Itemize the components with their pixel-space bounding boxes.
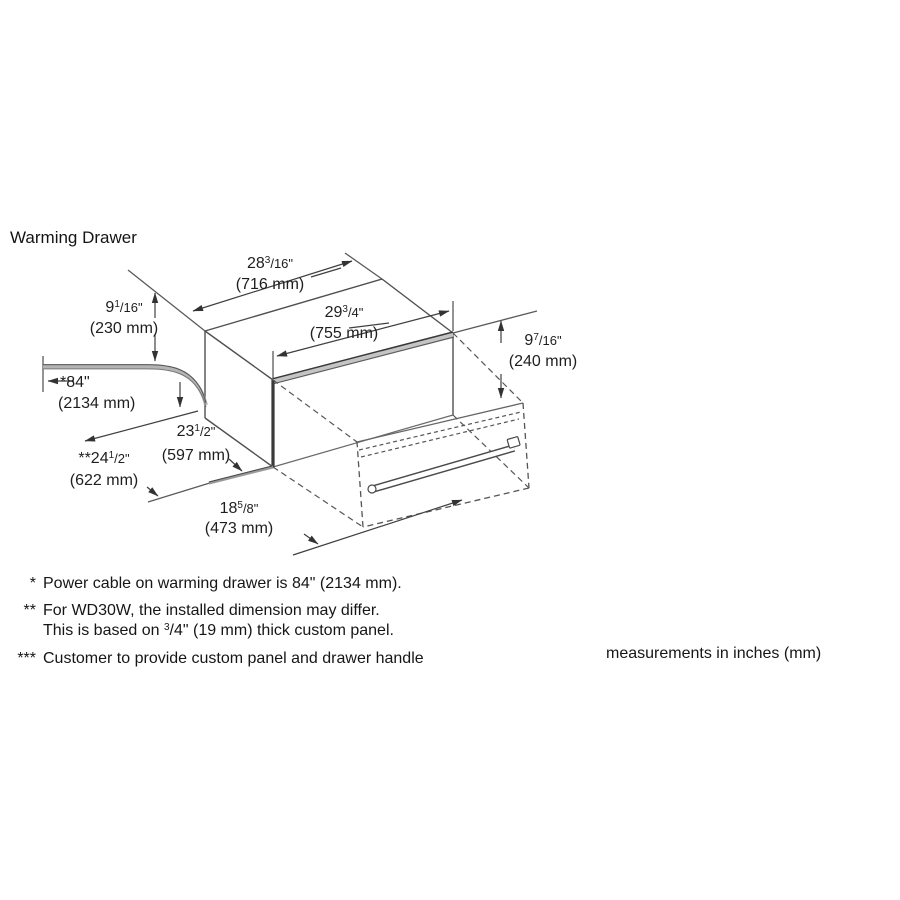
footnote-marker: *** [17, 650, 36, 667]
dim-width-front: 293/4" (755 mm) [310, 299, 378, 344]
dim-height-right-inches: 97/16" [524, 332, 562, 349]
dimension-extension-lines [42, 252, 538, 503]
footnote-text: Power cable on warming drawer is 84" (21… [43, 575, 402, 592]
dim-width-front-inches: 293/4" [324, 304, 364, 321]
footnote-text: Customer to provide custom panel and dra… [43, 650, 424, 667]
dim-height-left-mm: (230 mm) [89, 320, 159, 337]
footnote-wd30w: ** For WD30W, the installed dimension may… [0, 598, 380, 620]
dim-cable-length: *84" (2134 mm) [58, 369, 136, 414]
dim-installed-depth: **241/2" (622 mm) [70, 445, 138, 492]
dim-height-right: 97/16" (240 mm) [509, 327, 577, 372]
dim-depth-top-inches: 283/16" [246, 255, 294, 272]
dim-width-front-mm: (755 mm) [309, 325, 379, 342]
dim-handle-width: 185/8" (473 mm) [205, 496, 273, 539]
dim-height-left: 91/16" (230 mm) [90, 294, 158, 339]
dim-handle-width-mm: (473 mm) [204, 520, 274, 537]
footnote-text: This is based on 3/4" (19 mm) thick cust… [43, 622, 394, 639]
dim-depth-bottom-mm: (597 mm) [161, 447, 231, 464]
drawer-handle [367, 436, 521, 494]
dim-cable-length-inches: *84" [60, 374, 90, 391]
dim-height-right-mm: (240 mm) [508, 353, 578, 370]
dim-depth-bottom: 231/2" (597 mm) [162, 417, 230, 468]
footnote-marker: ** [23, 602, 36, 619]
footnote-cable: * Power cable on warming drawer is 84" (2… [0, 571, 402, 593]
footnote-customer-panel: *** Customer to provide custom panel and … [0, 646, 424, 668]
units-note: measurements in inches (mm) [606, 645, 822, 662]
footnote-panel-thickness: This is based on 3/4" (19 mm) thick cust… [0, 618, 394, 640]
dim-handle-width-inches: 185/8" [219, 500, 259, 517]
footnote-marker: * [29, 575, 36, 592]
power-cable [43, 364, 208, 408]
dim-installed-depth-inches: **241/2" [78, 450, 130, 467]
dim-height-left-inches: 91/16" [105, 299, 143, 316]
dimension-arrow-lines [47, 260, 505, 556]
dim-depth-top-mm: (716 mm) [235, 276, 305, 293]
dim-depth-top: 283/16" (716 mm) [236, 250, 304, 295]
dim-cable-length-mm: (2134 mm) [58, 395, 136, 412]
page-title: Warming Drawer [10, 228, 137, 247]
dim-installed-depth-mm: (622 mm) [69, 472, 139, 489]
footnote-text: For WD30W, the installed dimension may d… [43, 602, 380, 619]
dim-depth-bottom-inches: 231/2" [176, 423, 216, 440]
